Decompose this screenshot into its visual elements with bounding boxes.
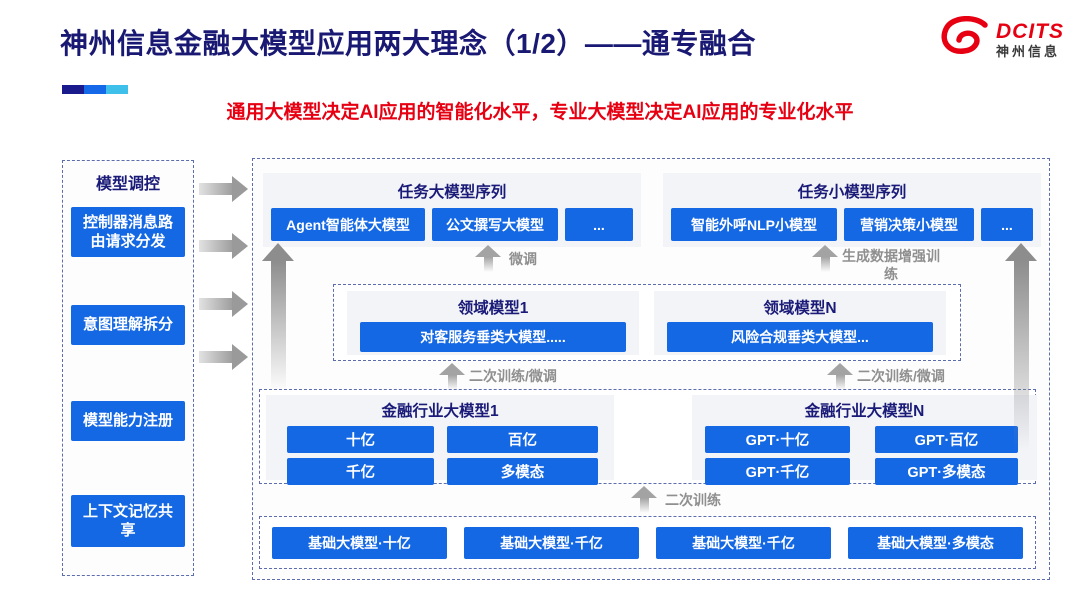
node-gpt-billion: GPT·十亿 (705, 426, 850, 453)
subtitle: 通用大模型决定AI应用的智能化水平，专业大模型决定AI应用的专业化水平 (226, 102, 854, 123)
node-capability-register: 模型能力注册 (71, 401, 185, 441)
node-base-model-hundred-billion-2: 基础大模型·千亿 (656, 527, 831, 559)
model-control-panel: 模型调控 控制器消息路由请求分发 意图理解拆分 模型能力注册 上下文记忆共享 (62, 160, 194, 576)
domain-models-box: 领域模型1 对客服务垂类大模型..... 领域模型N 风险合规垂类大模型... (333, 284, 961, 361)
up-arrow-icon (1005, 243, 1037, 451)
logo-brand-cn-text: 神州信息 (996, 43, 1061, 59)
label-second-training: 二次训练 (665, 492, 721, 508)
right-arrow-icon (199, 291, 249, 317)
node-gpt-hundred-billion: GPT·千亿 (705, 458, 850, 485)
right-arrow-icon (199, 233, 249, 259)
node-risk-compliance-model: 风险合规垂类大模型... (667, 322, 933, 352)
group-title: 任务大模型序列 (397, 184, 507, 201)
right-arrow-icon (199, 344, 249, 370)
node-controller-routing: 控制器消息路由请求分发 (71, 207, 185, 257)
up-arrow-icon (631, 486, 657, 513)
dcits-logo: DCITS 神州信息 (938, 16, 1064, 63)
node-hundred-billion: 千亿 (287, 458, 434, 485)
logo-brand-text: DCITS (996, 19, 1064, 43)
group-task-large-models: 任务大模型序列 Agent智能体大模型 公文撰写大模型 ... (263, 173, 641, 247)
label-second-training-finetune-right: 二次训练/微调 (857, 368, 945, 384)
node-gpt-multimodal: GPT·多模态 (875, 458, 1018, 485)
node-gpt-ten-billion: GPT·百亿 (875, 426, 1018, 453)
title-accent-bar (62, 85, 128, 94)
group-domain-model-1: 领域模型1 对客服务垂类大模型..... (347, 291, 639, 355)
node-marketing-decision-model: 营销决策小模型 (844, 208, 974, 241)
group-title: 领域模型N (763, 300, 837, 317)
up-arrow-icon (439, 363, 465, 390)
up-arrow-icon (262, 243, 294, 391)
node-base-model-multimodal: 基础大模型·多模态 (848, 527, 1023, 559)
label-generated-data-training: 生成数据增强训练 (842, 248, 940, 283)
group-title: 领域模型1 (457, 300, 529, 317)
model-stack-container: 任务大模型序列 Agent智能体大模型 公文撰写大模型 ... 任务小模型序列 … (252, 158, 1050, 580)
node-billion: 十亿 (287, 426, 434, 453)
group-domain-model-n: 领域模型N 风险合规垂类大模型... (654, 291, 946, 355)
node-outbound-nlp-model: 智能外呼NLP小模型 (671, 208, 837, 241)
group-title: 金融行业大模型1 (381, 403, 499, 420)
node-multimodal: 多模态 (447, 458, 598, 485)
label-finetune: 微调 (509, 251, 537, 267)
node-agent-large-model: Agent智能体大模型 (271, 208, 425, 241)
group-industry-model-n: 金融行业大模型N GPT·十亿 GPT·百亿 GPT·千亿 GPT·多模态 (692, 395, 1037, 485)
up-arrow-icon (475, 245, 501, 272)
node-base-model-hundred-billion-1: 基础大模型·千亿 (464, 527, 639, 559)
group-task-small-models: 任务小模型序列 智能外呼NLP小模型 营销决策小模型 ... (663, 173, 1041, 247)
node-customer-service-model: 对客服务垂类大模型..... (360, 322, 626, 352)
node-document-writing-model: 公文撰写大模型 (432, 208, 558, 241)
node-task-large-more: ... (565, 208, 633, 241)
accent-segment-cyan (106, 85, 128, 94)
model-control-title: 模型调控 (95, 176, 160, 193)
accent-segment-navy (62, 85, 84, 94)
accent-segment-blue (84, 85, 106, 94)
base-models-box: 基础大模型·十亿 基础大模型·千亿 基础大模型·千亿 基础大模型·多模态 (259, 516, 1036, 569)
label-second-training-finetune-left: 二次训练/微调 (469, 368, 557, 384)
industry-models-box: 金融行业大模型1 十亿 百亿 千亿 多模态 金融行业大模型N GPT·十亿 GP… (259, 389, 1037, 485)
group-industry-model-1: 金融行业大模型1 十亿 百亿 千亿 多模态 (266, 395, 614, 485)
node-task-small-more: ... (981, 208, 1033, 241)
node-context-memory: 上下文记忆共享 (71, 495, 185, 547)
group-title: 任务小模型序列 (797, 184, 907, 201)
page-title: 神州信息金融大模型应用两大理念（1/2）——通专融合 (60, 28, 756, 59)
right-arrow-icon (199, 176, 249, 202)
node-ten-billion: 百亿 (447, 426, 598, 453)
up-arrow-icon (827, 363, 853, 390)
group-title: 金融行业大模型N (804, 403, 925, 420)
dcits-swirl-icon (938, 16, 990, 63)
node-base-model-billion: 基础大模型·十亿 (272, 527, 447, 559)
up-arrow-icon (812, 245, 838, 272)
node-intent-split: 意图理解拆分 (71, 305, 185, 345)
